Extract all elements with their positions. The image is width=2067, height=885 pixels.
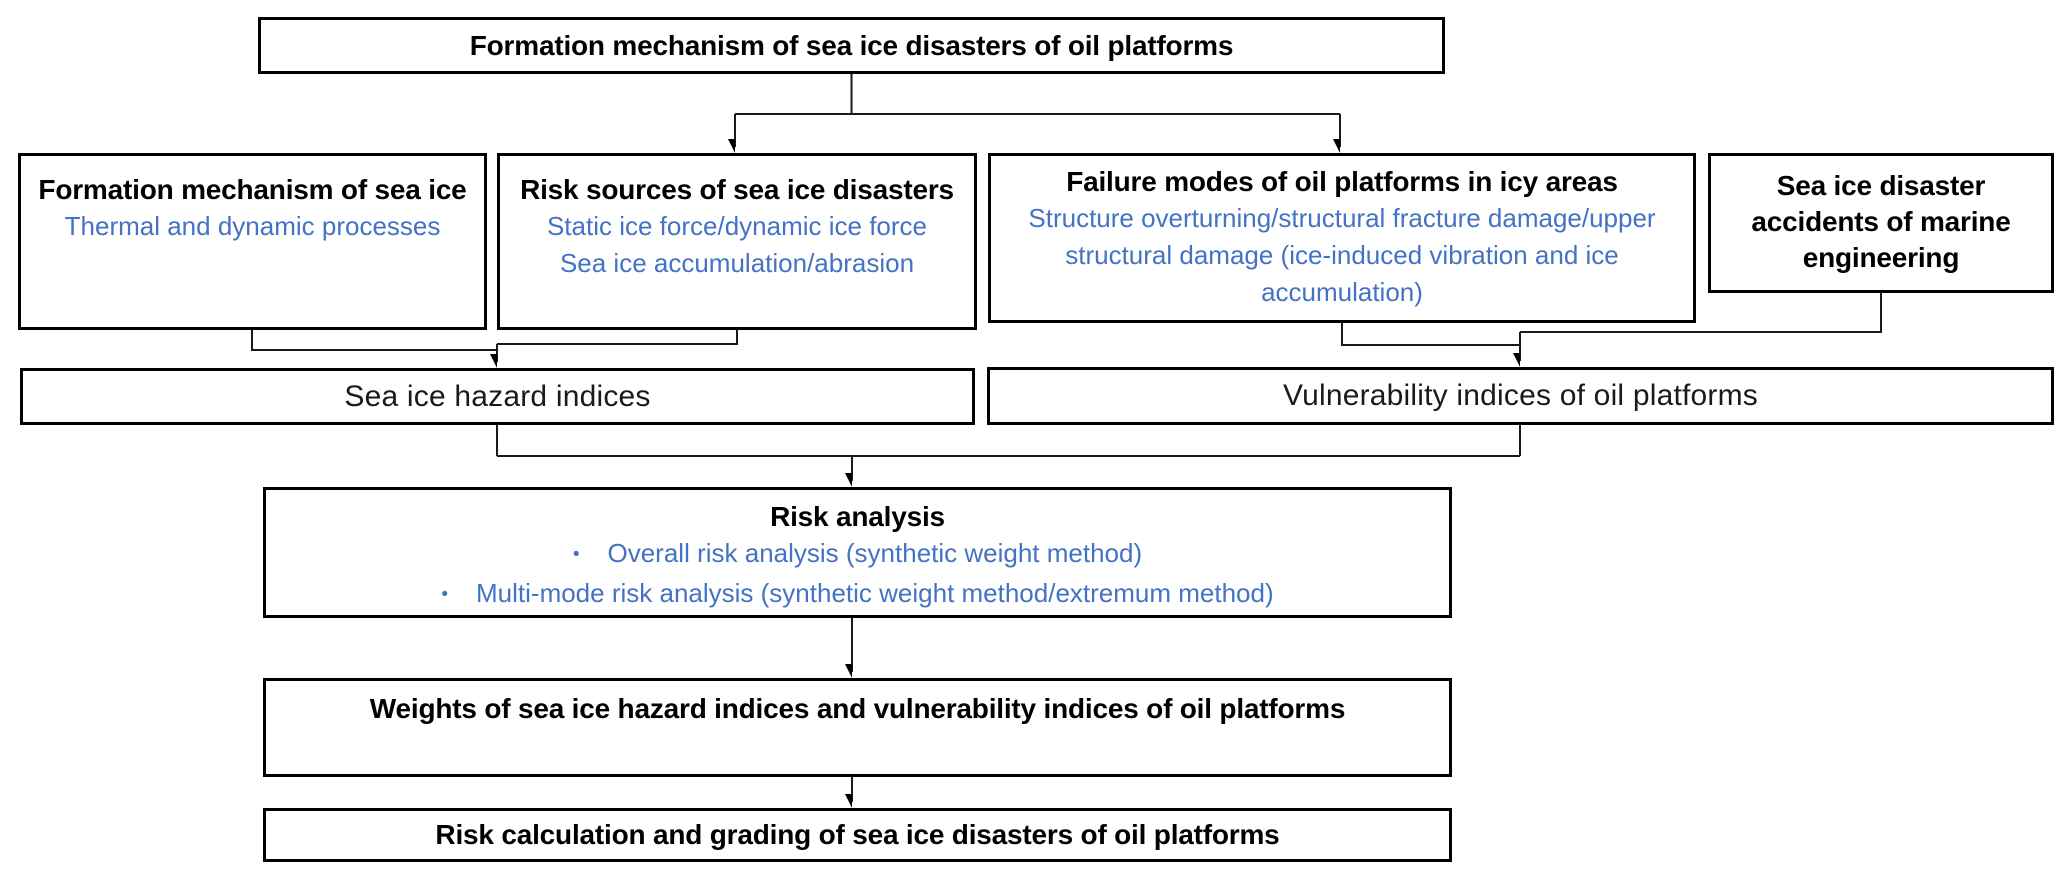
node-title: Failure modes of oil platforms in icy ar… xyxy=(1066,166,1618,197)
node-title: Risk sources of sea ice disasters xyxy=(520,174,954,205)
node-title: Sea ice hazard indices xyxy=(344,379,651,413)
node-detail: Static ice force/dynamic ice force xyxy=(546,211,928,241)
node-detail: Sea ice accumulation/abrasion xyxy=(559,248,915,278)
node-weights: Weights of sea ice hazard indices and vu… xyxy=(263,678,1452,777)
bullet-text: Multi-mode risk analysis (synthetic weig… xyxy=(476,578,1274,608)
node-risk-sources: Risk sources of sea ice disasters Static… xyxy=(497,153,977,330)
bullet-icon: • xyxy=(441,584,449,605)
node-title: Risk analysis xyxy=(770,501,945,532)
node-detail: Structure overturning/structural fractur… xyxy=(1028,203,1656,307)
node-vulnerability-indices: Vulnerability indices of oil platforms xyxy=(987,367,2054,425)
node-title: Vulnerability indices of oil platforms xyxy=(1282,379,1759,412)
node-risk-calculation: Risk calculation and grading of sea ice … xyxy=(263,808,1452,862)
node-detail: Thermal and dynamic processes xyxy=(64,211,441,241)
node-risk-analysis: Risk analysis • Overall risk analysis (s… xyxy=(263,487,1452,618)
node-title: Risk calculation and grading of sea ice … xyxy=(435,819,1280,850)
node-sea-ice-hazard-indices: Sea ice hazard indices xyxy=(20,368,975,425)
node-title: Weights of sea ice hazard indices and vu… xyxy=(369,693,1346,724)
bullet-item: • Overall risk analysis (synthetic weigh… xyxy=(573,535,1142,575)
node-marine-accidents: Sea ice disaster accidents of marine eng… xyxy=(1708,153,2054,293)
bullet-icon: • xyxy=(572,544,580,565)
node-formation-mechanism-disasters: Formation mechanism of sea ice disasters… xyxy=(258,17,1445,74)
node-formation-mechanism-sea-ice: Formation mechanism of sea ice Thermal a… xyxy=(18,153,487,330)
bullet-text: Overall risk analysis (synthetic weight … xyxy=(607,538,1143,568)
node-title: Formation mechanism of sea ice disasters… xyxy=(469,29,1234,61)
bullet-item: • Multi-mode risk analysis (synthetic we… xyxy=(441,575,1273,615)
node-failure-modes: Failure modes of oil platforms in icy ar… xyxy=(988,153,1696,323)
node-title: Sea ice disaster accidents of marine eng… xyxy=(1751,170,2011,273)
node-title: Formation mechanism of sea ice xyxy=(38,174,467,205)
